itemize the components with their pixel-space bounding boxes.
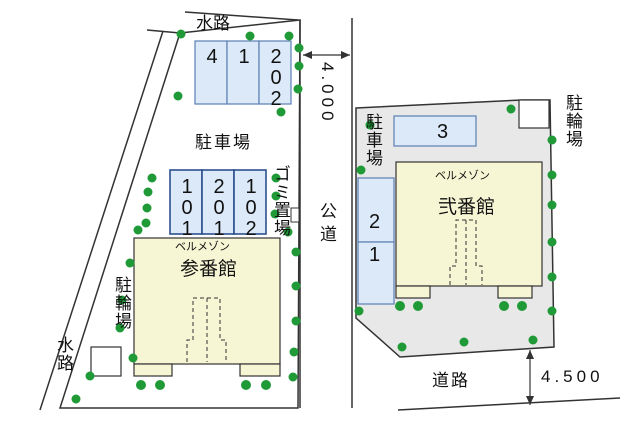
dimension-bottom-arrow-bottom [526, 396, 534, 405]
waterway-top-label: 水路 [196, 14, 230, 33]
parking-slot-r3 [393, 115, 477, 147]
building-right-name: 弐番館 [438, 197, 496, 218]
dimension-top-arrow-left [303, 51, 312, 59]
building-right-step-l [395, 285, 431, 299]
waterway-left-label: 水路 [54, 336, 73, 372]
parking-slot-102 [233, 169, 267, 235]
parking-right-label: 駐車場 [363, 113, 382, 167]
parking-top-label: 4 [201, 46, 223, 69]
waterway-bank [39, 30, 164, 411]
building-right [395, 161, 543, 287]
parking-right-slot-label: 2 [369, 211, 381, 233]
building-right-brand: ベルメゾン [435, 170, 490, 182]
road-edge [397, 397, 621, 411]
building-left-brand: ベルメゾン [175, 241, 230, 253]
building-left-name: 参番館 [180, 259, 238, 280]
tree-group-right [354, 104, 557, 352]
parking-slot-202 [258, 40, 292, 105]
parking-slot-r1 [357, 241, 395, 305]
dimension-bottom-arrow-top [526, 350, 534, 359]
parking-top-label: 202 [265, 46, 287, 109]
parking-slot-4 [194, 40, 228, 105]
building-left-step-r [239, 363, 281, 377]
garbage-label: ゴミ置場 [271, 165, 290, 237]
road-width-top: 4.000 [318, 62, 337, 125]
parking-mid-label: 201 [208, 176, 230, 239]
parking-main-label: 駐車場 [195, 133, 252, 152]
building-left-stairs [186, 297, 227, 362]
building-left-step-l [133, 363, 173, 377]
road-width-bottom: 4.500 [541, 367, 604, 386]
public-road-label: 公道 [317, 202, 336, 248]
road-label: 道路 [432, 371, 470, 390]
dimension-top-arrow-right [341, 51, 350, 59]
bike-left-label: 駐輪場 [112, 276, 131, 330]
garbage-box [290, 207, 300, 223]
tree-group-left [71, 29, 304, 404]
parking-right-slot-label: 3 [437, 121, 449, 143]
parking-top-label: 1 [233, 46, 255, 69]
waterway-line-top [184, 11, 299, 21]
parking-slot-r2 [357, 177, 395, 243]
parking-mid-label: 101 [176, 176, 198, 239]
building-right-stairs [449, 219, 483, 285]
bike-right-label: 駐輪場 [563, 94, 582, 148]
bike-shed-left [90, 346, 122, 377]
building-right-step-r [497, 285, 533, 299]
parking-right-slot-label: 1 [369, 244, 381, 266]
bike-shed-right [518, 99, 550, 129]
parking-mid-label: 102 [240, 176, 262, 239]
